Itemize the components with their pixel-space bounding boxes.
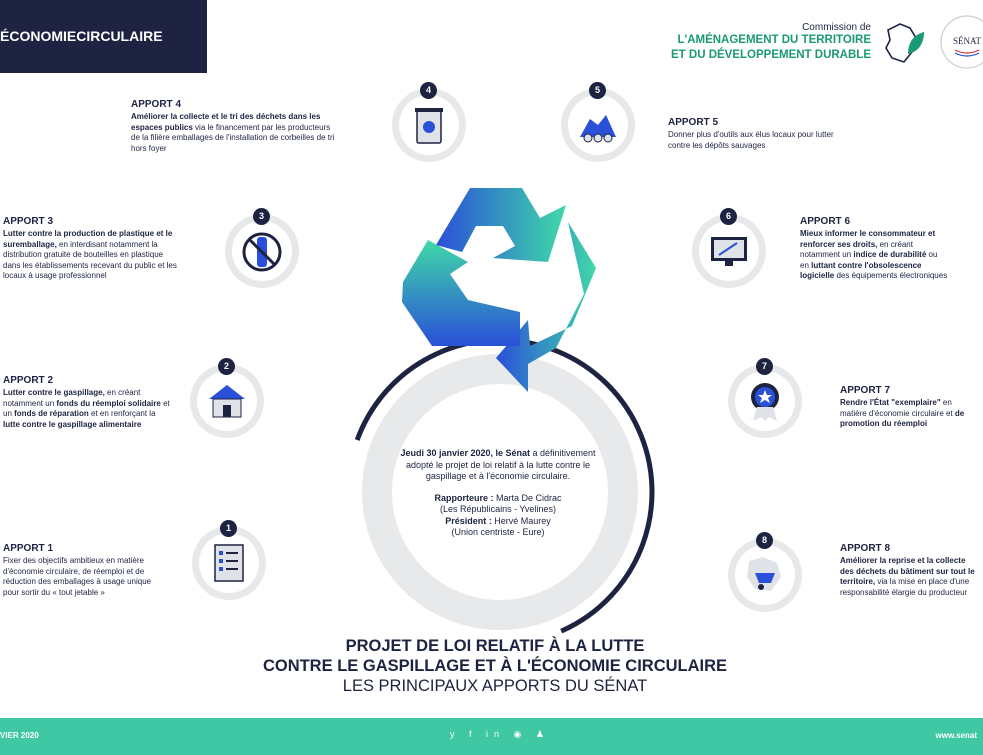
social-icons[interactable]: y f in ◉ ♟ [450,729,550,739]
apport-title: APPORT 6 [800,216,851,227]
badge-number: 6 [720,208,737,225]
france-leaf-logo-icon [885,23,924,63]
recycling-bin-icon [415,108,443,144]
waste-pile-icon [580,115,616,143]
footer-website-link[interactable]: www.senat [935,731,978,740]
hashtag-banner: ÉCONOMIECIRCULAIRE [0,0,207,73]
senat-logo-icon: SÉNAT [940,15,983,69]
commission-line2: L'AMÉNAGEMENT DU TERRITOIRE [677,34,871,46]
apport-3: APPORT 3 Lutter contre la production de … [3,215,181,282]
badge-number: 8 [756,532,773,549]
apport-7: APPORT 7 Rendre l'État "exemplaire" en m… [840,384,980,430]
badge-number: 3 [253,208,270,225]
recycle-icon [402,188,596,392]
title-line3: LES PRINCIPAUX APPORTS DU SÉNAT [342,677,648,695]
no-plastic-bottle-icon [242,232,282,272]
badge-number: 4 [420,82,437,99]
badge-apport-5: 5 [561,82,635,162]
checklist-icon [214,544,244,582]
footer-bar: VIER 2020 y f in ◉ ♟ www.senat [0,718,983,755]
badge-apport-4: 4 [392,82,466,162]
hashtag-text: ÉCONOMIECIRCULAIRE [0,28,163,44]
apport-title: APPORT 3 [3,216,54,227]
commission-title: Commission de L'AMÉNAGEMENT DU TERRITOIR… [611,22,871,63]
badge-number: 5 [589,82,606,99]
apport-6: APPORT 6 Mieux informer le consommateur … [800,216,948,280]
badge-number: 2 [218,358,235,375]
badge-apport-7: 7 [728,358,802,438]
badge-number: 1 [220,520,237,537]
commission-line3: ET DU DÉVELOPPEMENT DURABLE [671,49,871,61]
badge-apport-6: 6 [692,208,766,288]
footer-date: VIER 2020 [0,731,39,740]
apport-title: APPORT 4 [131,99,182,110]
badge-apport-8: 8 [728,532,802,612]
apport-title: APPORT 5 [668,117,719,128]
central-inner [392,384,608,600]
apport-4: APPORT 4 Améliorer la collecte et le tri… [131,98,341,154]
main-title: PROJET DE LOI RELATIF À LA LUTTE CONTRE … [200,636,790,696]
senat-logo-text: SÉNAT [953,36,982,46]
apport-title: APPORT 1 [3,543,54,554]
medal-star-icon [751,383,779,421]
apport-8: APPORT 8 Améliorer la reprise et la coll… [840,542,980,598]
apport-title: APPORT 8 [840,543,891,554]
apport-5: APPORT 5 Donner plus d'outils aux élus l… [668,116,858,151]
apport-2: APPORT 2 Lutter contre le gaspillage, en… [3,374,173,430]
computer-screen-icon [711,237,747,266]
title-line1: PROJET DE LOI RELATIF À LA LUTTE [345,637,645,655]
center-summary: Jeudi 30 janvier 2020, le Sénat a défini… [400,448,596,537]
badge-number: 7 [756,358,773,375]
badge-apport-3: 3 [225,208,299,288]
commission-line1: Commission de [802,22,871,33]
badge-apport-2: 2 [190,358,264,438]
wheelbarrow-france-icon [747,557,781,591]
badge-apport-1: 1 [192,520,266,600]
apport-title: APPORT 2 [3,375,54,386]
title-line2: CONTRE LE GASPILLAGE ET À L'ÉCONOMIE CIR… [262,657,728,675]
apport-title: APPORT 7 [840,385,891,396]
apport-1: APPORT 1 Fixer des objectifs ambitieux e… [3,543,152,597]
repair-shop-icon [209,385,245,418]
